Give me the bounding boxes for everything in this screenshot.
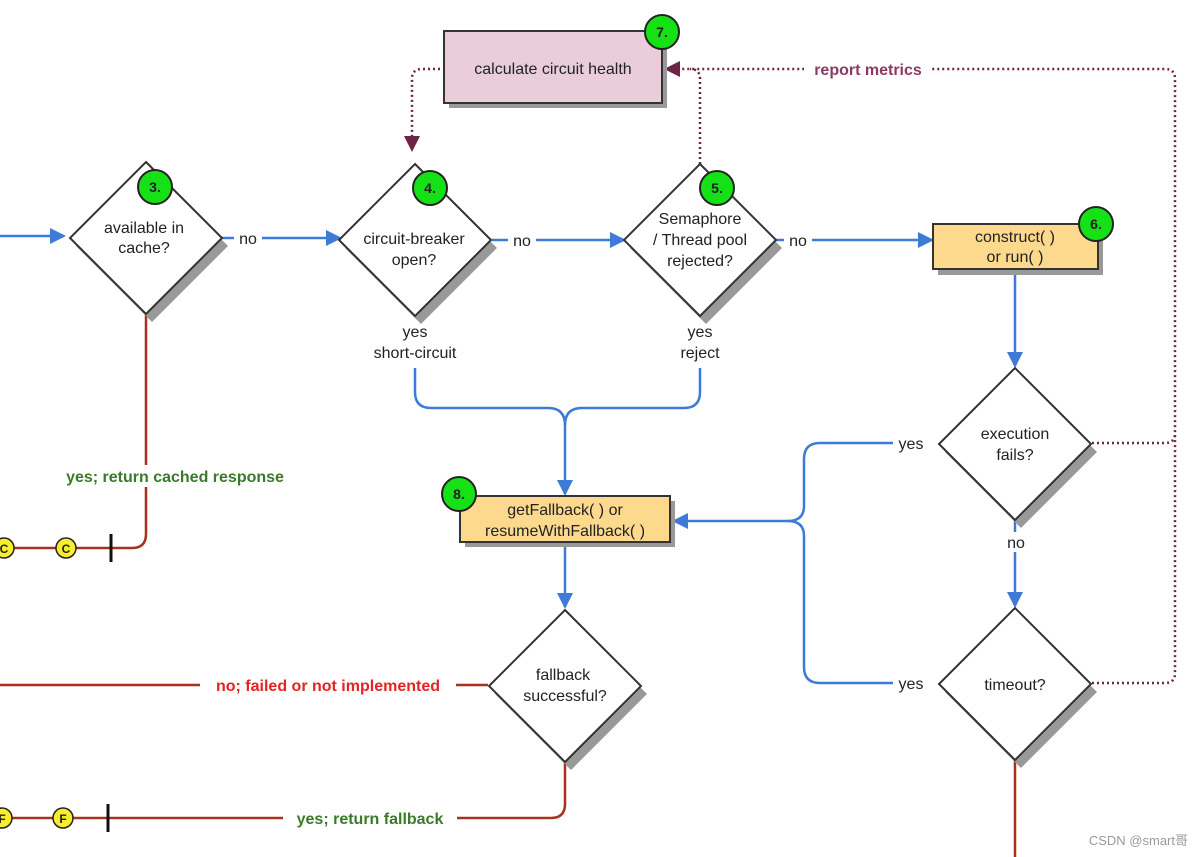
label-cache-yes: yes; return cached response (66, 469, 284, 486)
badge-4 (412, 170, 448, 206)
label-short-circuit: short-circuit (374, 345, 457, 362)
node-timeout: timeout? (937, 606, 1097, 768)
badge-8 (441, 476, 477, 512)
fallback-label-line2: resumeWithFallback( ) (485, 523, 645, 540)
node-construct-run: construct( ) or run( ) (932, 223, 1103, 275)
semaphore-label-line3: rejected? (667, 253, 733, 270)
node-execution-fails: execution fails? (937, 366, 1097, 528)
construct-label-line1: construct( ) (975, 229, 1055, 246)
semaphore-label-line1: Semaphore (659, 211, 742, 228)
calc-health-label: calculate circuit health (474, 61, 631, 78)
semaphore-label-line2: / Thread pool (653, 232, 747, 249)
node-semaphore-rejected: Semaphore / Thread pool rejected? (622, 162, 782, 324)
node-fallback-successful: fallback successful? (487, 608, 647, 770)
cache-marker-partial (0, 537, 15, 559)
edge-metrics-to-circuit (404, 67, 445, 152)
fallback-marker-label: F (59, 812, 66, 826)
edge-semaphore-metrics (689, 67, 702, 164)
timeout-label: timeout? (984, 677, 1045, 694)
label-cache-no: no (239, 231, 257, 248)
edge-labels: no no no yes short-circuit yes reject re… (48, 59, 1031, 829)
label-semaphore-no: no (789, 233, 807, 250)
label-fallback-yes: yes; return fallback (297, 811, 444, 828)
exec-label-line1: execution (981, 426, 1050, 443)
fallback-success-line1: fallback (536, 667, 591, 684)
badge-8-label: 8. (453, 486, 465, 502)
label-timeout-yes: yes (899, 676, 924, 693)
node-calculate-circuit-health: calculate circuit health (443, 30, 667, 108)
edge-short-circuit (413, 368, 567, 426)
edge-exec-yes (672, 441, 900, 529)
edge-exec-metrics (1092, 432, 1177, 445)
circuit-label-line1: circuit-breaker (363, 231, 465, 248)
markers: C C F F (0, 534, 113, 832)
badge-6 (1078, 206, 1114, 242)
circuit-label-line2: open? (392, 252, 437, 269)
edge-timeout-yes (787, 519, 900, 685)
edge-cache-yes (0, 312, 148, 550)
edge-fallback-yes (0, 762, 567, 820)
label-exec-yes: yes (899, 436, 924, 453)
edge-report-metrics (664, 61, 1177, 685)
cache-marker-partial-label: C (0, 542, 9, 556)
label-fallback-no: no; failed or not implemented (216, 678, 440, 695)
badge-4-label: 4. (424, 180, 436, 196)
step-badges: 7. 3. 4. 5. 6. 8. (137, 14, 1114, 512)
exec-label-line2: fails? (996, 447, 1033, 464)
node-circuit-breaker-open: circuit-breaker open? (337, 162, 497, 324)
badge-7 (644, 14, 680, 50)
label-circuit-no: no (513, 233, 531, 250)
node-get-fallback: getFallback( ) or resumeWithFallback( ) (459, 495, 675, 547)
badge-3 (137, 169, 173, 205)
fallback-marker (52, 807, 74, 829)
cache-marker-label: C (62, 542, 71, 556)
fallback-success-line2: successful? (523, 688, 607, 705)
badge-7-label: 7. (656, 24, 668, 40)
badge-3-label: 3. (149, 179, 161, 195)
label-circuit-yes: yes (403, 324, 428, 341)
construct-label-line2: or run( ) (987, 249, 1044, 266)
node-available-in-cache: available in cache? (68, 160, 228, 322)
label-reject: reject (680, 345, 720, 362)
cache-marker (55, 537, 77, 559)
cache-label-line2: cache? (118, 240, 170, 257)
label-report-metrics: report metrics (814, 62, 922, 79)
fallback-label-line1: getFallback( ) or (507, 502, 623, 519)
label-semaphore-yes: yes (688, 324, 713, 341)
fallback-marker-partial-label: F (0, 812, 6, 826)
label-exec-no: no (1007, 535, 1025, 552)
fallback-marker-partial (0, 807, 13, 829)
badge-6-label: 6. (1090, 216, 1102, 232)
cache-label-line1: available in (104, 220, 184, 237)
edge-reject (557, 368, 702, 496)
badge-5-label: 5. (711, 180, 723, 196)
badge-5 (699, 170, 735, 206)
watermark: CSDN @smart哥 (1089, 833, 1188, 848)
